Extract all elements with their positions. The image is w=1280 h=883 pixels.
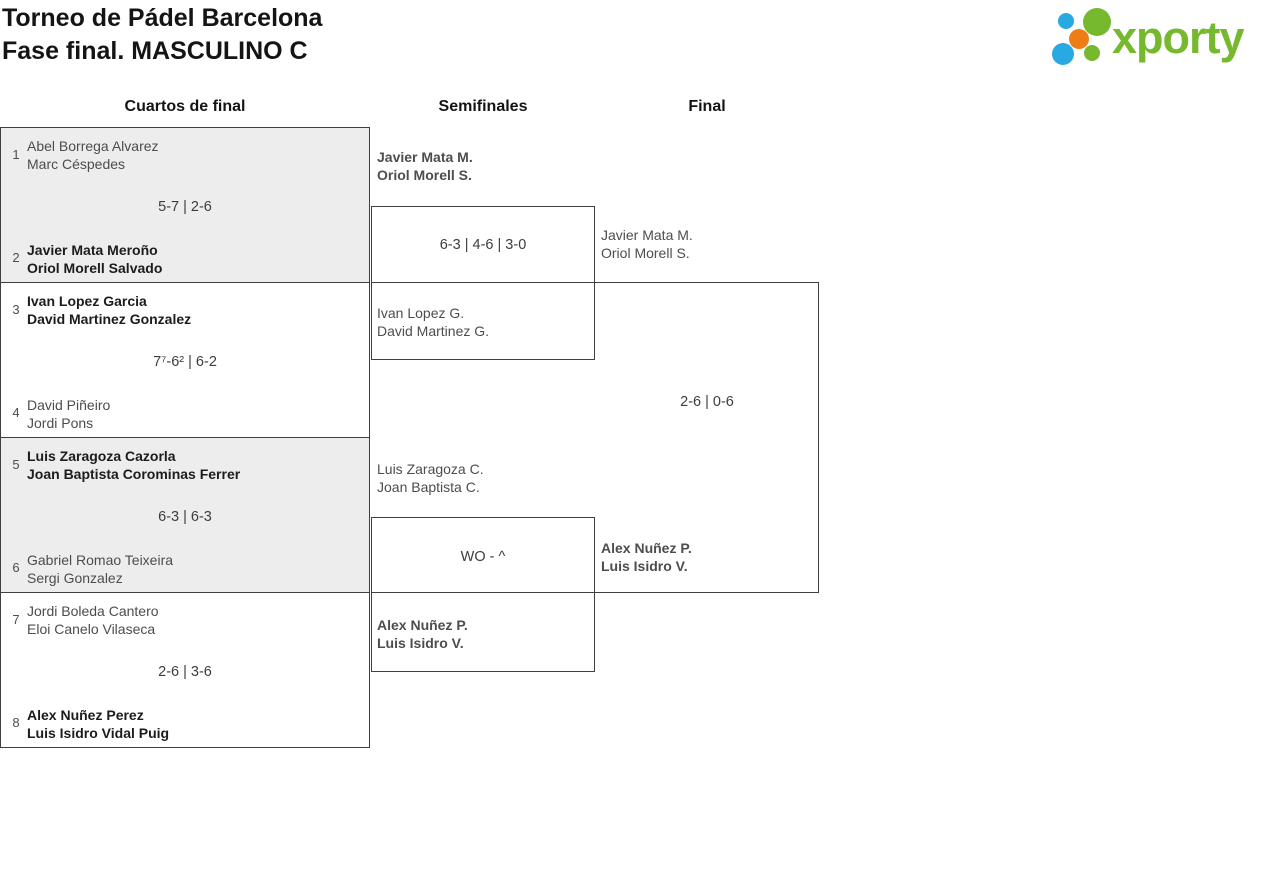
match-score: 7⁷-6² | 6-2 xyxy=(153,354,217,370)
final-team-top: Javier Mata M. Oriol Morell S. xyxy=(601,227,693,261)
match-score: 5-7 | 2-6 xyxy=(158,199,212,215)
team-pair-winner: Ivan Lopez Garcia David Martinez Gonzale… xyxy=(27,293,192,327)
team-pair-winner: Alex Nuñez Perez Luis Isidro Vidal Puig xyxy=(27,707,170,741)
seed-number: 4 xyxy=(12,405,20,420)
sf2-score: WO - ^ xyxy=(460,549,506,565)
connector-line-top xyxy=(371,282,595,283)
round-header-semifinals: Semifinales xyxy=(438,98,528,115)
final-score: 2-6 | 0-6 xyxy=(680,394,734,410)
tournament-name: Torneo de Pádel Barcelona xyxy=(2,4,323,32)
team-pair-winner: Javier Mata Meroño Oriol Morell Salvado xyxy=(27,242,163,276)
quarterfinal-match-2: 3 Ivan Lopez Garcia David Martinez Gonza… xyxy=(0,282,370,438)
semifinal-box-1 xyxy=(371,206,595,360)
phase-category: Fase final. MASCULINO C xyxy=(2,37,308,65)
logo-dots-icon xyxy=(1052,8,1111,65)
round-header-final: Final xyxy=(688,98,726,115)
seed-number: 6 xyxy=(12,560,20,575)
logo-wordmark: xporty xyxy=(1112,12,1245,63)
quarterfinal-match-4: 7 Jordi Boleda Cantero Eloi Canelo Vilas… xyxy=(0,592,370,748)
seed-number: 7 xyxy=(12,612,20,627)
seed-number: 2 xyxy=(12,250,20,265)
final-box xyxy=(595,282,819,593)
final-team-bottom-winner: Alex Nuñez P. Luis Isidro V. xyxy=(601,540,692,574)
page-title: Torneo de Pádel Barcelona Fase final. MA… xyxy=(2,2,322,68)
sf1-score: 6-3 | 4-6 | 3-0 xyxy=(439,237,527,253)
connector-line-bottom xyxy=(371,592,595,593)
team-pair: Gabriel Romao Teixeira Sergi Gonzalez xyxy=(27,552,174,586)
seed-number: 8 xyxy=(12,715,20,730)
team-pair: Jordi Boleda Cantero Eloi Canelo Vilasec… xyxy=(27,603,159,637)
semifinal-box-2 xyxy=(371,517,595,672)
team-pair-winner: Luis Zaragoza Cazorla Joan Baptista Coro… xyxy=(27,448,241,482)
match-score: 6-3 | 6-3 xyxy=(158,509,212,525)
sf1-team-top-winner: Javier Mata M. Oriol Morell S. xyxy=(377,149,473,183)
sf1-team-bottom: Ivan Lopez G. David Martinez G. xyxy=(377,305,490,339)
seed-number: 1 xyxy=(12,147,20,162)
sf2-team-bottom-winner: Alex Nuñez P. Luis Isidro V. xyxy=(377,617,468,651)
quarterfinal-match-1: 1 Abel Borrega Alvarez Marc Céspedes 5-7… xyxy=(0,127,370,283)
sf2-team-top: Luis Zaragoza C. Joan Baptista C. xyxy=(377,461,484,495)
seed-number: 5 xyxy=(12,457,20,472)
match-score: 2-6 | 3-6 xyxy=(158,664,212,680)
seed-number: 3 xyxy=(12,302,20,317)
team-pair: Abel Borrega Alvarez Marc Céspedes xyxy=(27,138,159,172)
quarterfinal-match-3: 5 Luis Zaragoza Cazorla Joan Baptista Co… xyxy=(0,437,370,593)
round-header-quarterfinals: Cuartos de final xyxy=(124,98,246,115)
xporty-logo[interactable]: xporty xyxy=(1040,0,1280,72)
team-pair: David Piñeiro Jordi Pons xyxy=(27,397,111,431)
